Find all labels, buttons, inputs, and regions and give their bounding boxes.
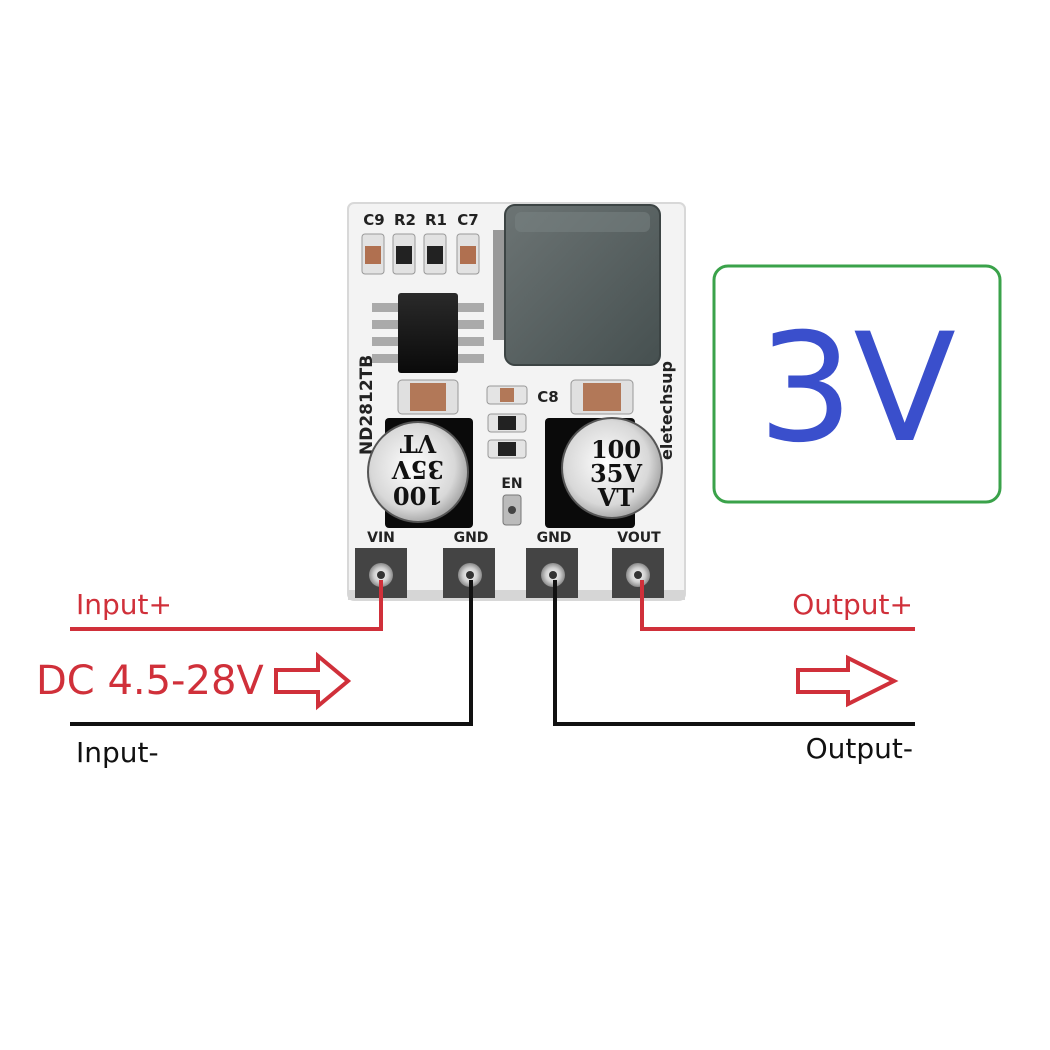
label-input-voltage: DC 4.5-28V — [36, 658, 264, 704]
smd-cap-right — [570, 379, 634, 415]
silk-brand: eletechsup — [657, 361, 676, 460]
silk-label-c9: C9 — [363, 211, 384, 229]
cap-right-voltage: 35V — [590, 459, 642, 488]
smd-c9 — [361, 233, 385, 275]
silk-label-r2: R2 — [394, 211, 416, 229]
pin-pad-vout — [612, 548, 664, 598]
pin-label-gnd-1: GND — [454, 530, 489, 546]
wire-output-minus — [553, 580, 915, 726]
cap-left-series: VT — [400, 429, 438, 458]
cap-left-voltage: 35V — [392, 455, 444, 484]
en-hole — [508, 506, 516, 514]
output-voltage-label: 3V — [758, 302, 956, 476]
smd-r1 — [423, 233, 447, 275]
label-output-minus: Output- — [806, 732, 913, 765]
pin-label-gnd-2: GND — [537, 530, 572, 546]
silk-label-r1: R1 — [425, 211, 447, 229]
pin-pad-gnd-1 — [443, 548, 495, 598]
wire-input-minus — [70, 580, 473, 726]
output-arrow-icon — [796, 654, 899, 708]
pin-label-vin: VIN — [367, 530, 395, 546]
silk-label-c8: C8 — [537, 388, 558, 406]
label-input-plus: Input+ — [76, 588, 172, 621]
cap-right-series: VT — [597, 483, 635, 512]
label-output-plus: Output+ — [792, 588, 913, 621]
electrolytic-cap-left: 100 35V VT — [367, 418, 473, 528]
pcb-board: C9 R2 R1 C7 — [347, 202, 686, 601]
ic-chip — [372, 293, 484, 373]
smd-c7 — [456, 233, 480, 275]
pin-pad-gnd-2 — [526, 548, 578, 598]
board-shadow-edge — [348, 590, 685, 600]
electrolytic-cap-right: 100 35V VT — [545, 417, 663, 528]
silk-model: ND2812TB — [357, 355, 377, 455]
smd-resistor-mid-1 — [487, 413, 527, 433]
smd-resistor-mid-2 — [487, 439, 527, 459]
smd-cap-left — [397, 379, 459, 415]
power-inductor — [493, 204, 661, 366]
smd-c8 — [486, 385, 528, 405]
wire-input-plus — [70, 580, 383, 631]
cap-left-value: 100 — [393, 481, 443, 510]
smd-r2 — [392, 233, 416, 275]
pin-label-vout: VOUT — [617, 530, 661, 546]
label-input-minus: Input- — [76, 736, 159, 769]
silk-label-c7: C7 — [457, 211, 478, 229]
voltage-box — [712, 264, 1002, 504]
silk-label-en: EN — [501, 476, 522, 492]
cap-right-value: 100 — [591, 435, 641, 464]
input-arrow-icon — [274, 651, 352, 711]
wire-output-plus — [640, 580, 915, 631]
